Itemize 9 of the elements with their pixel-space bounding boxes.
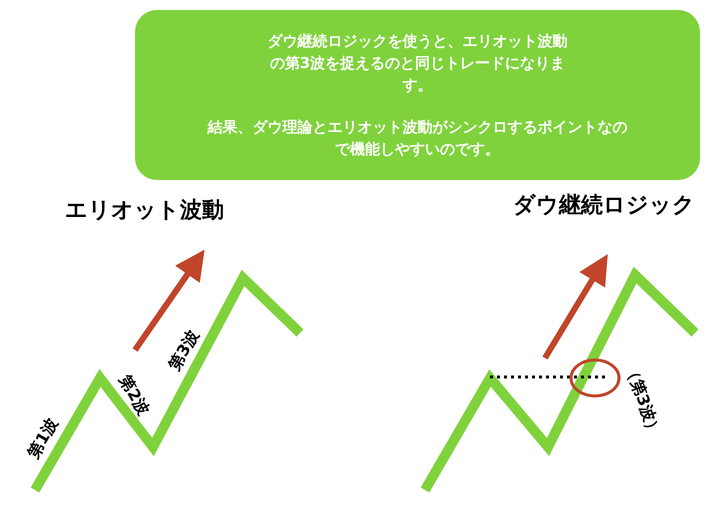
wave-label: 第3波 <box>164 326 204 374</box>
wave-label: （第3波） <box>620 362 666 440</box>
chart-title: ダウ継続ロジック <box>513 192 695 220</box>
callout-box <box>135 10 700 180</box>
chart-title: エリオット波動 <box>65 197 224 225</box>
callout-text: ダウ継続ロジックを使うと、エリオット波動の第3波を捉えるのと同じトレードになります。 <box>268 31 568 96</box>
wave-label: 第1波 <box>24 414 63 462</box>
callout-text: 結果、ダウ理論とエリオット波動がシンクロするポイントなので機能しやすいのです。 <box>208 117 628 160</box>
wave-label: 第2波 <box>114 372 154 420</box>
